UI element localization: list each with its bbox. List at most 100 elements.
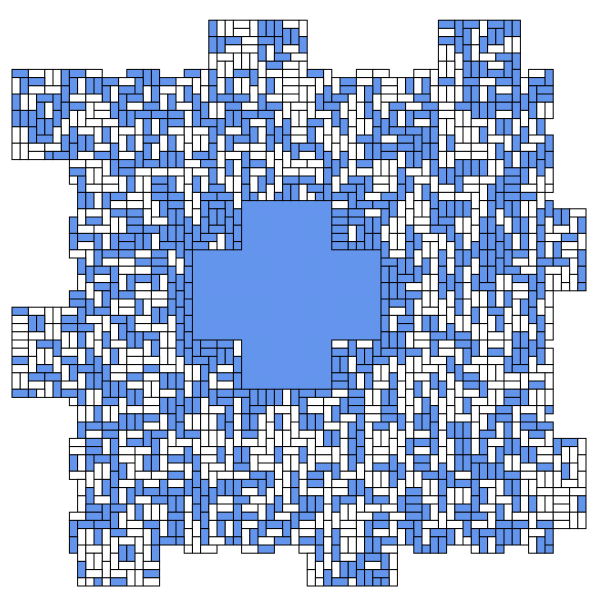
domino-tile-blue <box>159 306 169 325</box>
domino-tile-blue <box>282 118 292 136</box>
domino-tile-blue <box>77 232 95 243</box>
domino-tile-white <box>536 388 546 407</box>
domino-tile-white <box>290 52 308 62</box>
domino-tile-white <box>216 77 226 95</box>
domino-tile-white <box>339 470 357 480</box>
domino-tile-white <box>380 101 390 120</box>
domino-tile-blue <box>487 347 505 357</box>
center-region-cell <box>340 315 349 325</box>
domino-tile-blue <box>150 429 169 439</box>
center-region-cell <box>208 282 218 292</box>
center-region-cell <box>274 217 284 226</box>
domino-tile-blue <box>421 183 431 202</box>
domino-tile-white <box>52 323 62 341</box>
domino-tile-blue <box>118 249 136 259</box>
domino-tile-blue <box>150 109 169 120</box>
domino-tile-blue <box>109 314 128 325</box>
domino-tile-white <box>544 388 554 407</box>
center-region-cell <box>299 208 308 218</box>
domino-tile-white <box>437 511 448 530</box>
domino-tile-blue <box>511 437 521 456</box>
domino-tile-blue <box>175 150 185 169</box>
domino-tile-blue <box>241 396 251 415</box>
domino-tile-white <box>241 528 251 546</box>
center-region-cell <box>192 307 202 316</box>
domino-tile-blue <box>413 413 423 431</box>
domino-tile-blue <box>200 347 218 357</box>
domino-tile-white <box>421 306 439 316</box>
domino-tile-blue <box>503 478 513 497</box>
center-region-cell <box>266 249 275 259</box>
center-region-cell <box>315 340 325 349</box>
domino-tile-blue <box>306 495 316 513</box>
domino-tile-white <box>200 454 218 464</box>
center-region-cell <box>315 217 325 226</box>
domino-tile-blue <box>528 306 538 325</box>
domino-tile-white <box>175 134 185 152</box>
domino-tile-blue <box>314 191 325 202</box>
domino-tile-white <box>298 19 308 38</box>
domino-tile-white <box>101 528 111 546</box>
center-region-cell <box>192 315 202 325</box>
center-region-cell <box>241 274 251 284</box>
domino-tile-white <box>134 323 152 333</box>
domino-tile-white <box>437 413 448 431</box>
domino-tile-blue <box>478 528 497 538</box>
domino-tile-white <box>347 142 357 161</box>
domino-tile-blue <box>306 470 325 480</box>
domino-tile-white <box>470 544 480 554</box>
domino-tile-white <box>511 257 530 267</box>
domino-tile-white <box>282 388 292 407</box>
domino-tile-blue <box>109 380 120 398</box>
domino-tile-blue <box>495 405 513 415</box>
center-region-cell <box>266 290 275 300</box>
domino-tile-blue <box>454 101 472 111</box>
domino-tile-white <box>388 552 398 571</box>
domino-tile-blue <box>372 569 390 579</box>
domino-tile-white <box>126 519 144 530</box>
domino-tile-white <box>462 109 472 128</box>
domino-tile-blue <box>388 331 398 349</box>
domino-tile-blue <box>109 282 120 300</box>
center-region-cell <box>200 266 210 275</box>
center-region-cell <box>266 266 275 275</box>
domino-tile-blue <box>208 36 218 54</box>
domino-tile-white <box>232 175 243 193</box>
domino-tile-blue <box>175 421 185 439</box>
domino-tile-white <box>405 331 415 349</box>
domino-tile-white <box>232 429 243 448</box>
domino-tile-blue <box>109 208 128 218</box>
domino-tile-white <box>503 372 521 382</box>
domino-tile-blue <box>536 159 546 177</box>
domino-tile-blue <box>339 183 357 193</box>
domino-tile-blue <box>265 470 275 489</box>
domino-tile-blue <box>446 200 456 218</box>
domino-tile-blue <box>232 446 243 464</box>
domino-tile-blue <box>257 19 267 38</box>
domino-tile-white <box>60 306 79 316</box>
domino-tile-blue <box>364 101 374 120</box>
domino-tile-white <box>413 429 431 439</box>
center-region-cell <box>282 233 292 243</box>
center-region-cell <box>274 340 284 349</box>
domino-tile-white <box>216 232 226 251</box>
center-region-cell <box>282 266 292 275</box>
domino-tile-blue <box>437 36 456 46</box>
domino-tile-white <box>364 388 374 407</box>
center-region-cell <box>372 299 382 308</box>
center-region-cell <box>258 200 267 210</box>
center-region-cell <box>258 282 267 292</box>
center-region-cell <box>274 274 284 284</box>
domino-tile-blue <box>241 183 251 202</box>
domino-tile-white <box>536 454 554 464</box>
domino-tile-white <box>478 19 489 38</box>
domino-tile-white <box>478 175 497 185</box>
domino-tile-blue <box>552 437 562 456</box>
domino-tile-blue <box>364 487 374 505</box>
center-region-cell <box>249 225 259 234</box>
domino-tile-blue <box>77 191 87 210</box>
domino-tile-white <box>446 60 456 79</box>
domino-tile-white <box>470 290 480 308</box>
domino-tile-white <box>134 454 144 472</box>
domino-tile-blue <box>183 396 193 415</box>
